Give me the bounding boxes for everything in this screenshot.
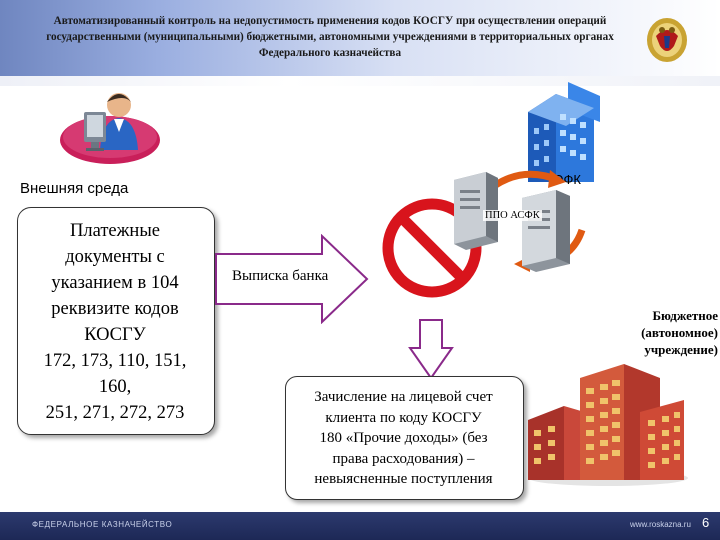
user-at-computer-icon — [60, 93, 160, 164]
credit-line: Зачисление на лицевой счет — [314, 389, 493, 405]
payment-documents-box — [17, 207, 215, 435]
doc-line: 251, 271, 272, 273 — [45, 403, 185, 423]
page-number: 6 — [702, 515, 710, 530]
doc-line: 160, — [98, 377, 132, 397]
payment-documents-text: Платежные документы с указанием в 104 ре… — [17, 218, 213, 426]
ppo-asfk-label: ППО АСФК — [483, 210, 542, 221]
budget-institution-label: Бюджетное (автономное) учреждение) — [596, 307, 718, 358]
budget-line: учреждение) — [644, 342, 718, 357]
doc-line: реквизите кодов — [51, 299, 179, 319]
eagle-emblem-icon — [647, 18, 687, 62]
office-building-icon — [528, 82, 600, 182]
institution-building-icon — [528, 364, 688, 486]
bank-statement-label: Выписка банка — [232, 268, 329, 284]
credit-note-box — [285, 376, 524, 500]
credit-arrow-down — [408, 319, 454, 380]
doc-line: КОСГУ — [84, 325, 146, 345]
credit-line: права расходования) – — [332, 450, 475, 467]
credit-note-text: Зачисление на лицевой счет клиента по ко… — [285, 387, 522, 490]
credit-line: клиента по коду КОСГУ — [325, 409, 482, 426]
slide-title: Автоматизированный контроль на недопусти… — [46, 15, 614, 59]
footer-organization: ФЕДЕРАЛЬНОЕ КАЗНАЧЕЙСТВО — [32, 520, 173, 529]
header-bar — [0, 0, 720, 76]
doc-line: 172, 173, 110, 151, — [43, 351, 187, 371]
external-environment-label: Внешняя среда — [20, 180, 129, 197]
doc-line: документы с — [65, 247, 165, 267]
credit-line: невыясненные поступления — [314, 471, 493, 487]
bank-statement-arrow — [215, 234, 369, 324]
server-icon — [454, 170, 586, 272]
budget-line: (автономное) — [641, 325, 718, 340]
credit-line: 180 «Прочие доходы» (без — [319, 430, 488, 446]
doc-line: указанием в 104 — [51, 273, 179, 293]
footer-website-link[interactable]: www.roskazna.ru — [630, 520, 691, 529]
budget-line: Бюджетное — [652, 308, 718, 323]
doc-line: Платежные — [70, 221, 160, 241]
footer-bar — [0, 512, 720, 540]
header-divider — [0, 76, 720, 86]
